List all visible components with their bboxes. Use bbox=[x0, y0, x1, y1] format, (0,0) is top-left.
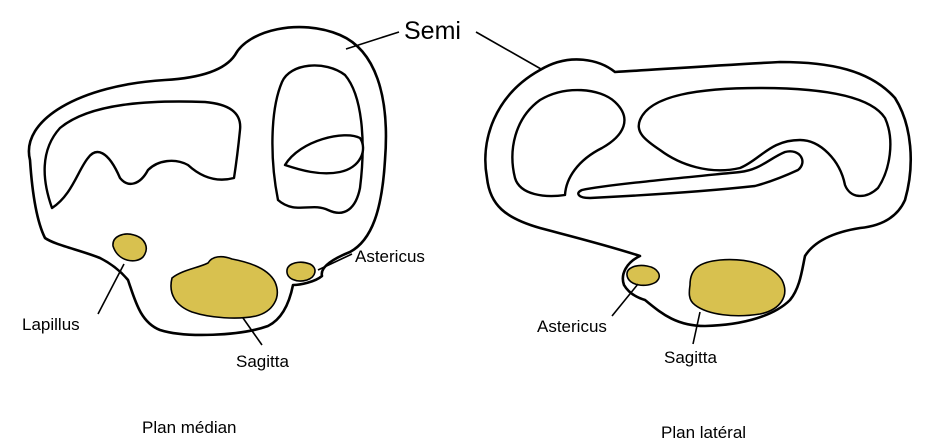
left-sagitta-label: Sagitta bbox=[236, 352, 289, 371]
semi-right-leader-line bbox=[476, 32, 541, 69]
right-sagitta-label: Sagitta bbox=[664, 348, 717, 367]
left-astericus-otolith bbox=[287, 262, 315, 281]
right-astericus-label: Astericus bbox=[537, 317, 607, 336]
right-caption: Plan latéral bbox=[661, 423, 746, 441]
right-astericus-otolith bbox=[627, 265, 659, 285]
lapillus-leader-line bbox=[98, 264, 124, 314]
lapillus-label: Lapillus bbox=[22, 315, 80, 334]
right-ear-diagram: Astericus Sagitta Plan latéral bbox=[485, 59, 910, 441]
semi-annotation: Semi bbox=[346, 17, 541, 69]
semi-left-leader-line bbox=[346, 32, 399, 49]
left-astericus-label: Astericus bbox=[355, 247, 425, 266]
semi-label: Semi bbox=[404, 17, 461, 45]
left-caption: Plan médian bbox=[142, 418, 237, 437]
left-ear-diagram: Lapillus Sagitta Astericus Plan médian bbox=[22, 27, 425, 437]
